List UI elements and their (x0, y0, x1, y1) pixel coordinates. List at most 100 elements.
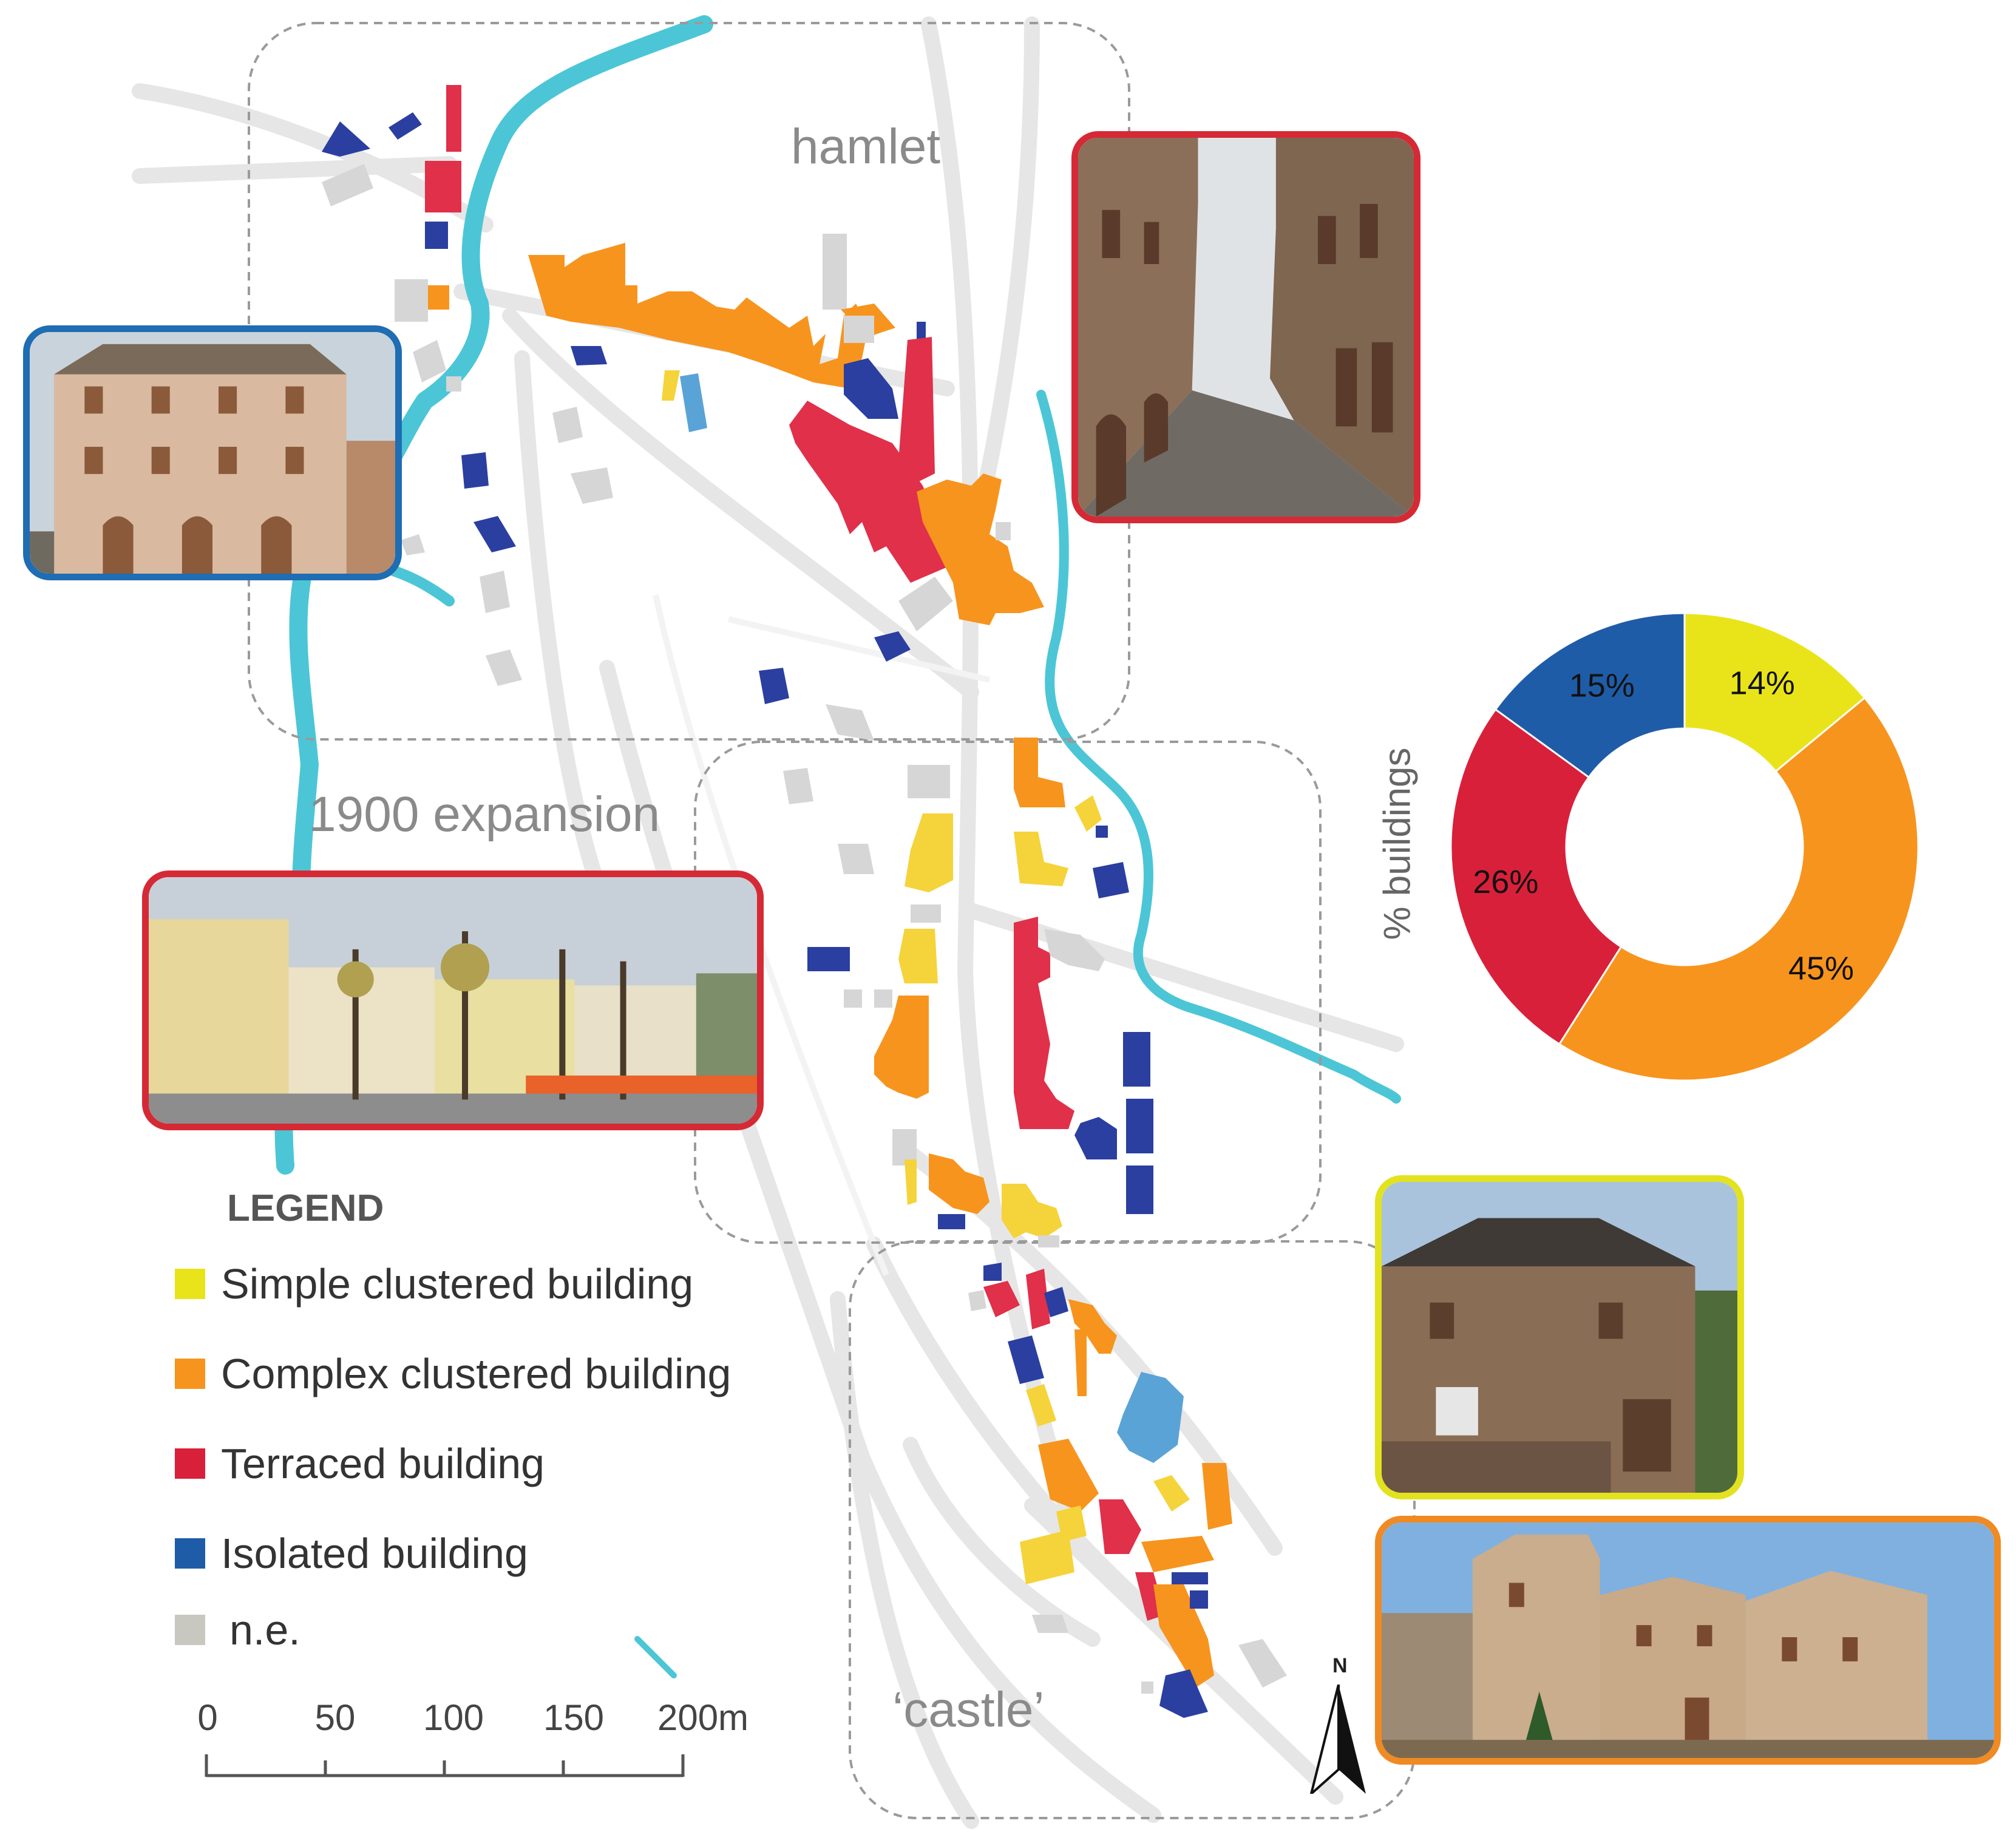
donut-slice-label: 15% (1569, 668, 1635, 704)
terraced-building (983, 1281, 1020, 1317)
complex-building (528, 243, 868, 389)
ne-building (898, 577, 953, 631)
ne-building (1141, 1681, 1153, 1694)
ne-building (322, 164, 373, 206)
ne-building (838, 844, 874, 874)
ne-building (446, 376, 461, 392)
isolated-building (425, 222, 448, 249)
ne-building (892, 1129, 917, 1166)
simple-building (898, 929, 938, 983)
isolated-building (1159, 1669, 1208, 1718)
complex-building (1068, 1299, 1117, 1354)
legend-label: Isolated building (221, 1530, 528, 1577)
scale-tick-label: 0 (197, 1697, 218, 1738)
complex-building (1153, 1584, 1214, 1688)
legend-label: Simple clustered building (221, 1260, 694, 1308)
isolated-building (874, 631, 911, 662)
ne-building (826, 704, 874, 741)
isolated-building (1074, 1117, 1117, 1159)
complex-building (917, 473, 1044, 625)
legend-label: Complex clustered building (221, 1350, 731, 1397)
donut-slice-label: 14% (1729, 665, 1795, 702)
ne-building (413, 340, 446, 382)
simple-building (904, 1159, 917, 1205)
legend-item-complex: Complex clustered building (175, 1349, 731, 1398)
simple-building (904, 813, 953, 892)
isolated-building (1172, 1572, 1208, 1584)
donut-slice (1450, 708, 1623, 1046)
legend-swatch-isolated (175, 1538, 205, 1569)
ne-building (783, 768, 813, 804)
donut-slice-label: 26% (1473, 864, 1538, 900)
donut-slice-label: 45% (1788, 950, 1854, 986)
terraced-building (446, 85, 461, 152)
isolated-building (461, 452, 489, 489)
isolated-building (844, 358, 898, 419)
terraced-building (898, 337, 935, 486)
isolated-building (389, 112, 422, 140)
isolated-building (917, 322, 926, 340)
complex-building (1074, 1329, 1087, 1396)
simple-building (1014, 832, 1068, 886)
complex-building (1014, 738, 1065, 807)
legend-swatch-ne (175, 1615, 205, 1645)
isolated-building (680, 373, 707, 432)
ne-building (480, 571, 510, 613)
photo-expansion-street-image (149, 877, 757, 1124)
castle-label: ‘castle’ (892, 1682, 1045, 1737)
expansion-label: 1900 expansion (308, 787, 660, 842)
simple-building (1026, 1384, 1056, 1427)
scale-bar-line (205, 1754, 685, 1777)
ne-building (996, 522, 1011, 540)
photo-terraced-street-image (1078, 138, 1414, 517)
simple-building (662, 370, 680, 401)
isolated-building (807, 947, 850, 971)
photo-terraced-street (1071, 131, 1420, 523)
isolated-building (322, 121, 370, 157)
legend-swatch-terraced (175, 1448, 205, 1479)
photo-complex-clustered-image (1382, 1522, 1994, 1758)
donut-slice (1683, 612, 1866, 773)
scale-tick-label: 100 (423, 1697, 484, 1738)
building-share-chart: % buildings 14%45%26%15% (1366, 601, 1949, 1099)
donut-chart: 14% 45% 26% 15% (1450, 612, 1919, 1082)
ne-building (1032, 1615, 1068, 1633)
scale-tick-label: 200m (657, 1697, 749, 1738)
ne-building (395, 279, 428, 322)
ne-building (486, 650, 522, 686)
scale-tick-label: 150 (543, 1697, 605, 1738)
legend-label: n.e. (229, 1606, 300, 1654)
ne-building (908, 765, 950, 798)
ne-building (968, 1290, 986, 1311)
ne-building (823, 234, 847, 310)
ne-building (874, 989, 892, 1008)
isolated-building (1190, 1590, 1208, 1609)
terraced-building (425, 161, 461, 212)
legend-item-simple: Simple clustered building (175, 1260, 693, 1308)
ne-building (844, 989, 862, 1008)
isolated-building (1126, 1099, 1153, 1153)
isolated-building (473, 516, 516, 552)
donut-slice (1494, 612, 1686, 779)
complex-building (1141, 1536, 1214, 1572)
isolated-building (571, 346, 607, 365)
ne-building (1044, 929, 1105, 971)
north-arrow-icon (1309, 1685, 1366, 1794)
ne-building (552, 407, 583, 443)
buildings-castle (968, 1263, 1287, 1718)
simple-building (1074, 795, 1102, 832)
ne-building (1038, 1235, 1059, 1247)
simple-building (1020, 1530, 1074, 1584)
ne-building (1238, 1639, 1287, 1688)
legend-label: Terraced building (221, 1440, 545, 1487)
isolated-building (1008, 1335, 1044, 1384)
ne-building (844, 316, 874, 343)
scale-tick-label: 50 (314, 1697, 356, 1738)
complex-building (874, 996, 929, 1099)
isolated-building (1117, 1372, 1184, 1463)
terraced-building (1099, 1499, 1141, 1554)
legend-swatch-simple (175, 1269, 205, 1299)
scale-bar: 0 50 100 150 200m (182, 1697, 748, 1782)
hamlet-label: hamlet (791, 119, 941, 174)
north-label: N (1332, 1654, 1348, 1677)
